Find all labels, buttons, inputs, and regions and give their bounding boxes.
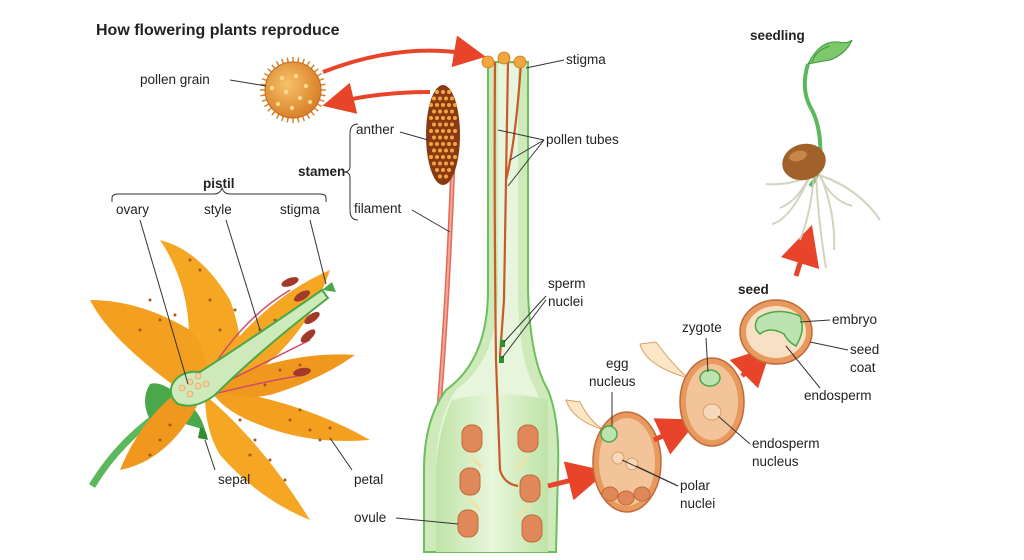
pollen-grain <box>260 57 326 123</box>
label-sepal: sepal <box>218 472 250 487</box>
label-sperm-nuclei: nuclei <box>548 294 583 309</box>
label-style: style <box>204 202 232 217</box>
label-endosperm-nucleus-1: endosperm <box>752 436 820 451</box>
label-zygote: zygote <box>682 320 722 335</box>
seedling-illustration <box>765 39 881 269</box>
zygote-stage <box>639 341 745 447</box>
label-endosperm: endosperm <box>804 388 872 403</box>
label-endosperm-nucleus-2: nucleus <box>752 454 799 469</box>
label-seed-coat-1: seed <box>850 342 879 357</box>
seed-stage <box>739 299 813 365</box>
label-stigma-flower: stigma <box>280 202 320 217</box>
label-sperm: sperm <box>548 276 586 291</box>
label-seed: seed <box>738 282 769 297</box>
label-petal: petal <box>354 472 383 487</box>
label-stamen: stamen <box>298 164 345 179</box>
label-seed-coat-2: coat <box>850 360 876 375</box>
label-pistil: pistil <box>203 176 235 191</box>
ovule-egg-stage <box>565 399 662 513</box>
label-egg-nucleus: nucleus <box>589 374 636 389</box>
flow-arrow-icon <box>322 82 431 114</box>
label-pollen-tubes: pollen tubes <box>546 132 619 147</box>
flow-arrow-icon <box>729 345 773 389</box>
label-anther: anther <box>356 122 395 137</box>
flow-arrow-icon <box>547 461 608 501</box>
flow-arrow-icon <box>652 418 699 455</box>
flow-arrow-icon <box>780 224 820 277</box>
diagram-title: How flowering plants reproduce <box>96 22 340 39</box>
label-polar-nuclei: nuclei <box>680 496 715 511</box>
flow-arrow-icon <box>322 35 486 74</box>
label-embryo: embryo <box>832 312 877 327</box>
label-ovule: ovule <box>354 510 386 525</box>
pistil-illustration <box>423 51 560 553</box>
lily-flower <box>89 240 370 520</box>
label-egg: egg <box>606 356 629 371</box>
label-stigma-top: stigma <box>566 52 606 67</box>
label-ovary: ovary <box>116 202 149 217</box>
label-polar: polar <box>680 478 711 493</box>
label-pollen-grain: pollen grain <box>140 72 210 87</box>
label-seedling: seedling <box>750 28 805 43</box>
label-filament: filament <box>354 201 402 216</box>
